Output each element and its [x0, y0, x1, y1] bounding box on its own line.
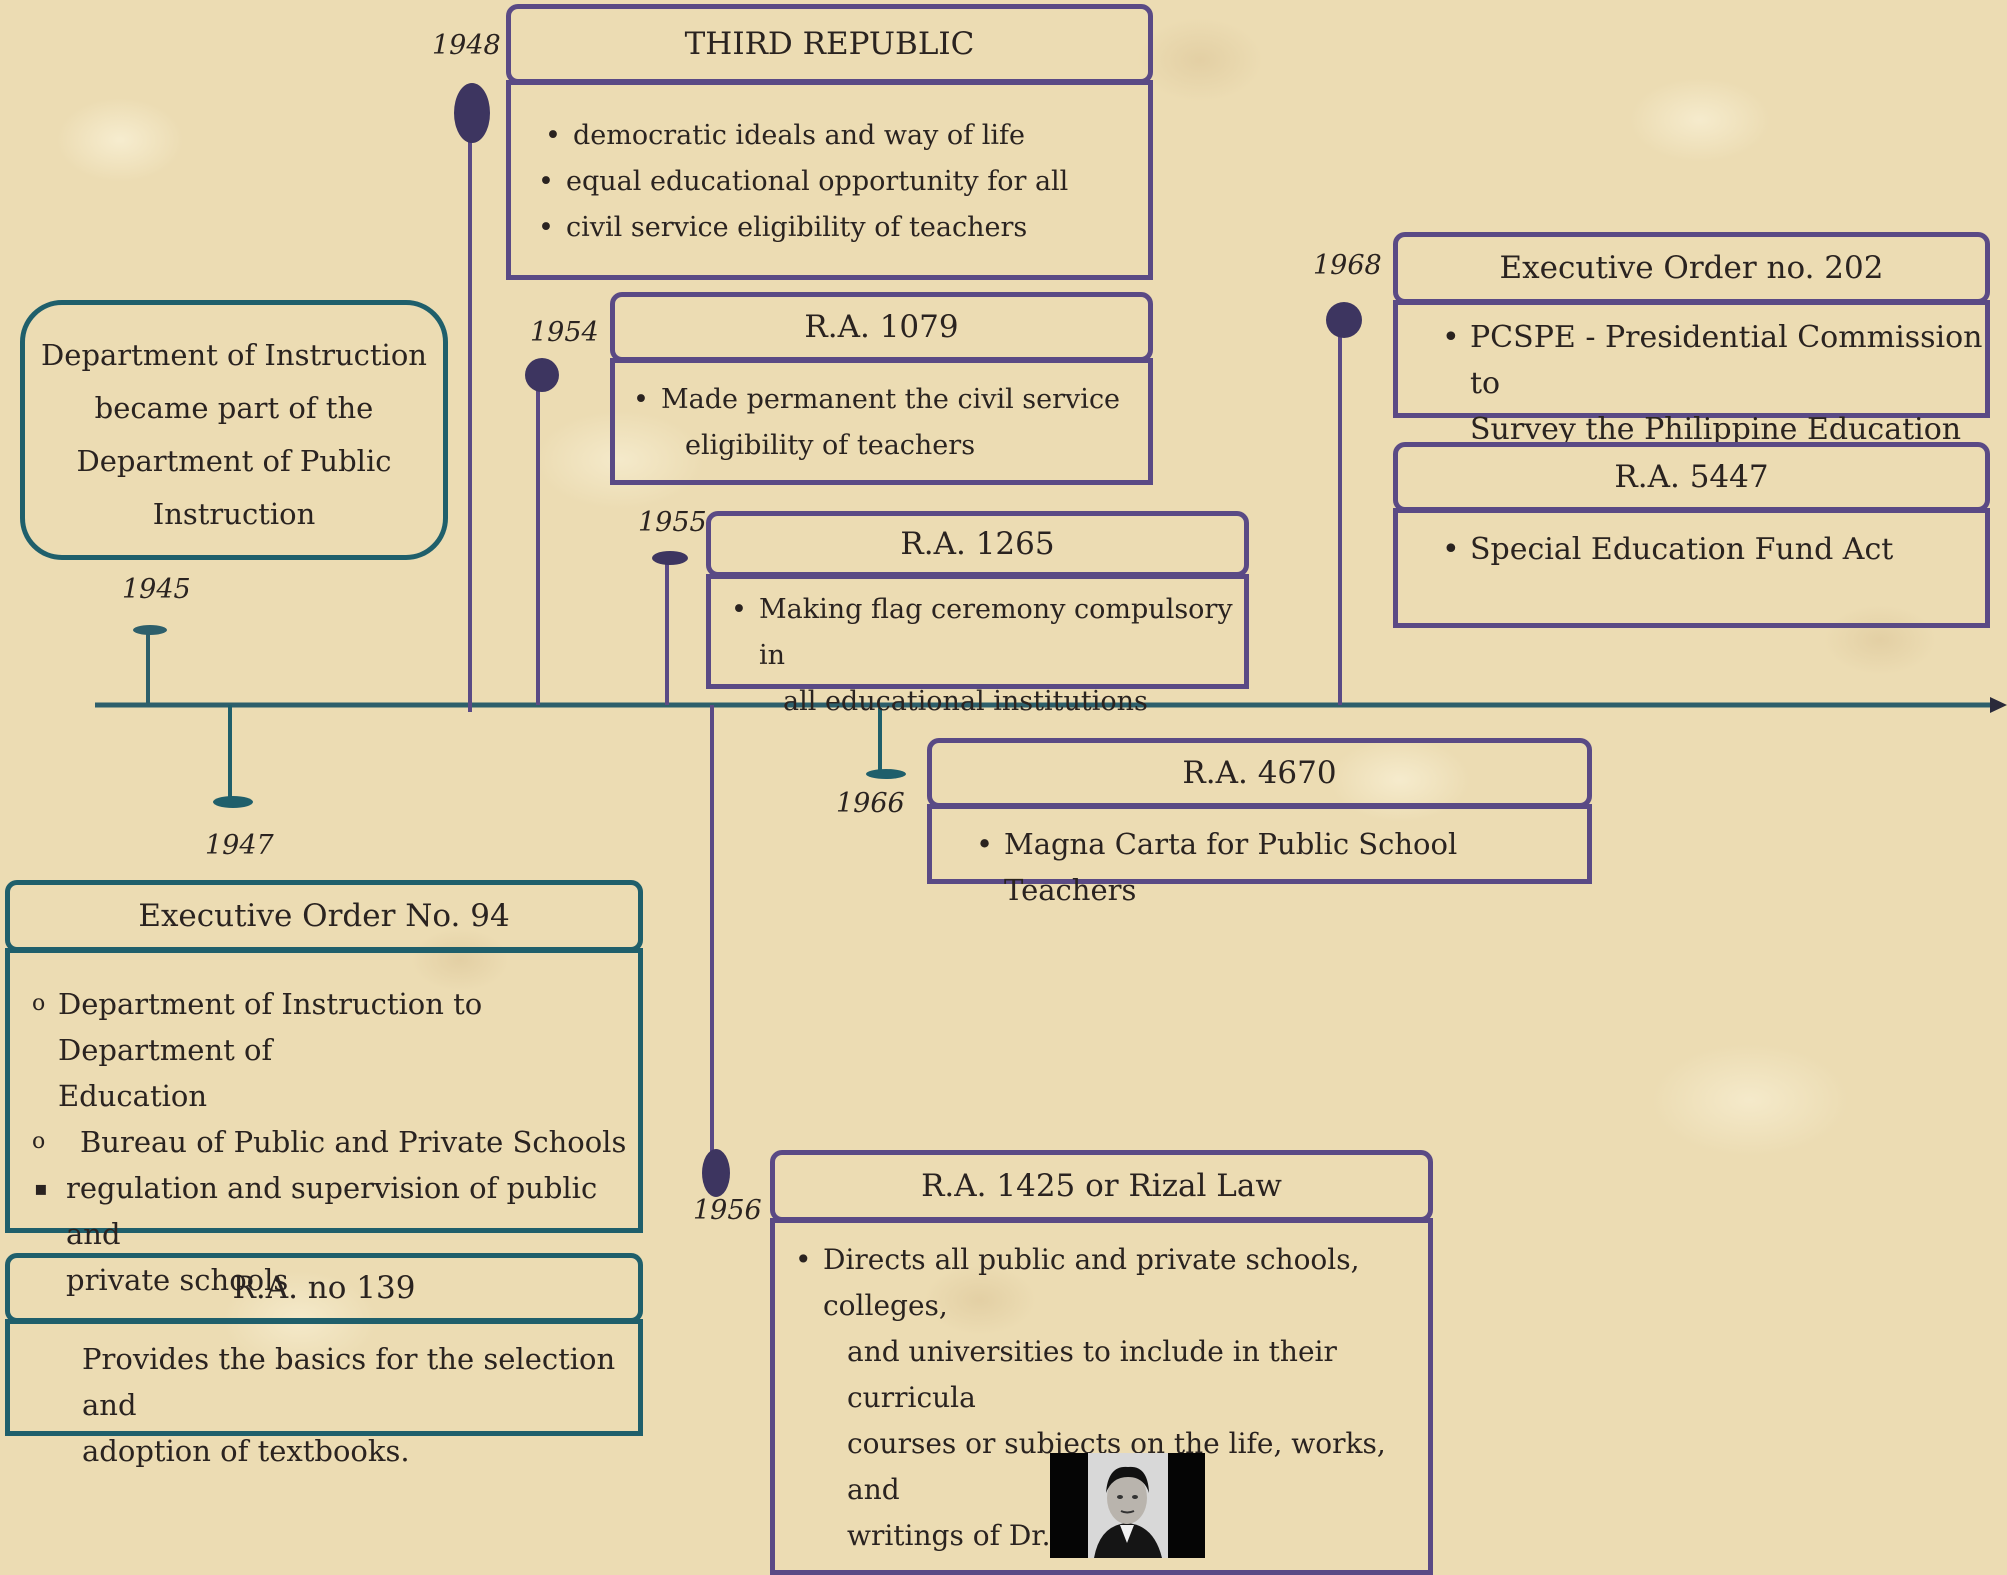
ra139-title: R.A. no 139 — [232, 1270, 416, 1306]
year-label-1968: 1968 — [1313, 250, 1382, 281]
list-item-continued: Education — [58, 1079, 208, 1113]
rizal-portrait-image — [1050, 1453, 1205, 1558]
year-label-1954: 1954 — [530, 317, 599, 348]
list-item: Magna Carta for Public School Teachers — [976, 821, 1587, 913]
ra1079-body: Made permanent the civil service eligibi… — [610, 358, 1153, 485]
list-item: Special Education Fund Act — [1442, 527, 1985, 573]
list-item-continued: Survey the Philippine Education — [1470, 412, 1962, 447]
ra1425-body: Directs all public and private schools, … — [770, 1218, 1433, 1575]
list-item: PCSPE - Presidential Commission to — [1442, 315, 1985, 407]
year-label-1948: 1948 — [432, 30, 501, 61]
intro-line: Department of Public — [76, 444, 392, 478]
list-item-continued: all educational institutions — [783, 686, 1148, 717]
ra4670-header: R.A. 4670 — [927, 738, 1592, 808]
year-label-1966: 1966 — [836, 788, 905, 819]
ra139-header: R.A. no 139 — [5, 1253, 643, 1323]
list-item: Department of Instruction to Department … — [32, 981, 638, 1073]
marker-1968-dot — [1326, 302, 1362, 338]
ra1265-title: R.A. 1265 — [900, 526, 1055, 562]
list-item: Bureau of Public and Private Schools — [32, 1119, 638, 1165]
list-item: civil service eligibility of teachers — [538, 205, 1155, 251]
ra1265-body: Making flag ceremony compulsory in all e… — [706, 574, 1249, 717]
intro-note-1945: Department of Instruction became part of… — [20, 300, 448, 560]
marker-1947-cap — [213, 796, 253, 808]
ra139-line: adoption of textbooks. — [82, 1434, 410, 1468]
list-item: democratic ideals and way of life — [545, 113, 1162, 159]
list-item-continued: private schools — [66, 1263, 289, 1297]
marker-1956-dot — [702, 1149, 730, 1197]
ra1079-header: R.A. 1079 — [610, 292, 1153, 362]
ra139-body: Provides the basics for the selection an… — [5, 1319, 643, 1468]
list-item: equal educational opportunity for all — [538, 159, 1155, 205]
year-label-1947: 1947 — [205, 830, 274, 861]
third-republic-body: democratic ideals and way of life equal … — [506, 80, 1153, 280]
ra5447-body: Special Education Fund Act — [1393, 508, 1990, 628]
eo202-header: Executive Order no. 202 — [1393, 232, 1990, 304]
list-item: regulation and supervision of public and — [34, 1165, 638, 1257]
marker-1948-dot — [454, 83, 490, 143]
list-item-continued: eligibility of teachers — [685, 430, 976, 461]
ra139-line: Provides the basics for the selection an… — [82, 1342, 616, 1422]
ra5447-header: R.A. 5447 — [1393, 442, 1990, 512]
marker-1955-cap — [652, 551, 688, 565]
list-item: Made permanent the civil service — [633, 377, 1148, 423]
eo94-title: Executive Order No. 94 — [138, 898, 510, 934]
ra4670-body: Magna Carta for Public School Teachers — [927, 804, 1592, 907]
ra5447-title: R.A. 5447 — [1614, 459, 1769, 495]
eo202-body: PCSPE - Presidential Commission to Surve… — [1393, 300, 1990, 447]
third-republic-header: THIRD REPUBLIC — [506, 4, 1153, 84]
third-republic-title: THIRD REPUBLIC — [684, 26, 975, 62]
ra1079-title: R.A. 1079 — [804, 309, 959, 345]
marker-1954-dot — [525, 358, 559, 392]
year-label-1956: 1956 — [693, 1195, 762, 1226]
ra1265-header: R.A. 1265 — [706, 511, 1249, 577]
marker-1966-cap — [866, 769, 906, 779]
ra1425-title: R.A. 1425 or Rizal Law — [921, 1168, 1282, 1204]
year-label-1955: 1955 — [638, 507, 707, 538]
intro-line: became part of the — [94, 391, 374, 425]
year-label-1945: 1945 — [122, 574, 191, 605]
timeline-arrowhead — [1990, 697, 2007, 713]
marker-1945-cap — [133, 625, 167, 635]
intro-line: Instruction — [152, 497, 316, 531]
list-item: Directs all public and private schools, … — [795, 1237, 1428, 1329]
list-item: Making flag ceremony compulsory in — [731, 587, 1244, 679]
eo94-header: Executive Order No. 94 — [5, 880, 643, 952]
eo202-title: Executive Order no. 202 — [1499, 250, 1884, 286]
list-item-continued: and universities to include in their cur… — [847, 1335, 1337, 1414]
intro-line: Department of Instruction — [41, 338, 427, 372]
eo94-body: Department of Instruction to Department … — [5, 948, 643, 1297]
ra1425-header: R.A. 1425 or Rizal Law — [770, 1150, 1433, 1222]
ra4670-title: R.A. 4670 — [1182, 755, 1337, 791]
